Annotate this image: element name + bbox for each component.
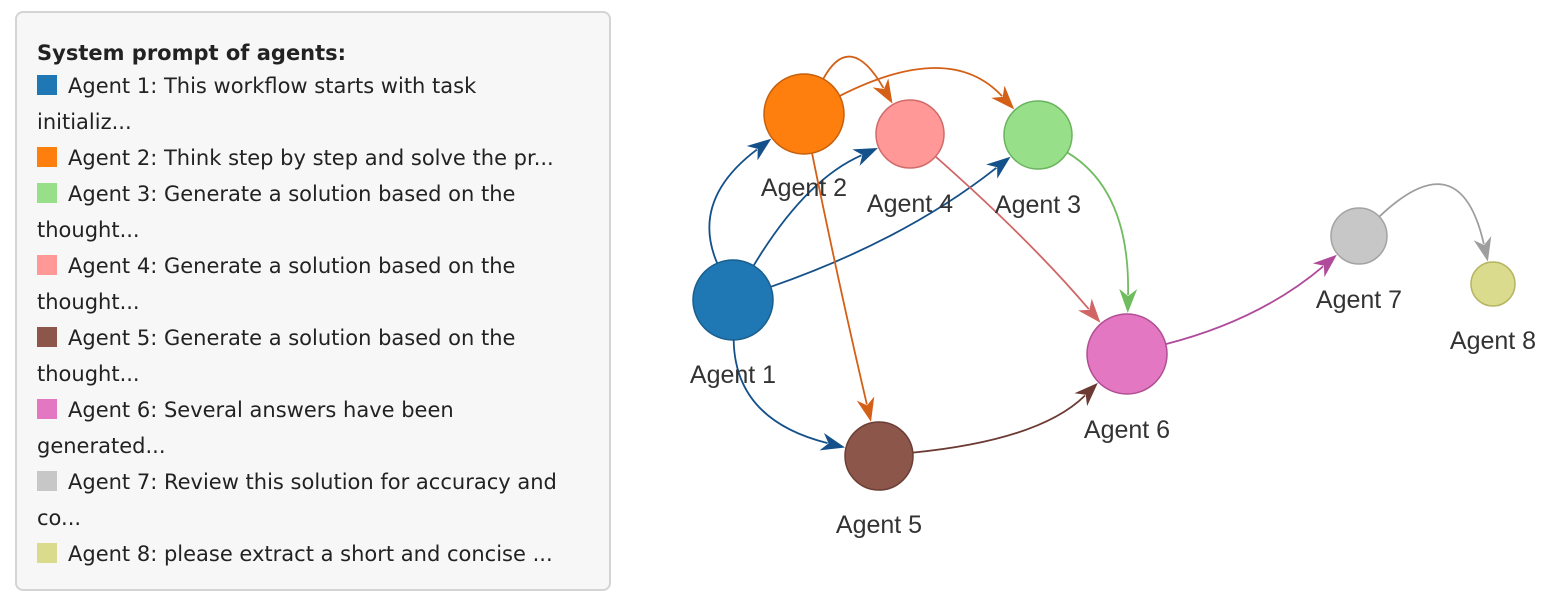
node-label-agent-2: Agent 2 — [761, 174, 847, 202]
edges-layer — [708, 55, 1492, 454]
node-label-agent-8: Agent 8 — [1450, 327, 1536, 355]
node-label-agent-3: Agent 3 — [995, 191, 1081, 219]
edge-line — [1378, 183, 1485, 245]
node-label-agent-7: Agent 7 — [1316, 286, 1402, 314]
edge-arrowhead — [746, 138, 772, 161]
legend-text: thought... — [37, 218, 140, 242]
legend-item-agent-1: Agent 1: This workflow starts with task — [37, 68, 593, 104]
legend-text: thought... — [37, 290, 140, 314]
legend-item-agent-8: Agent 8: please extract a short and conc… — [37, 536, 593, 572]
edge-a3-a6 — [1066, 151, 1138, 314]
edge-a2-a4 — [822, 55, 893, 104]
edge-arrowhead — [1119, 288, 1138, 314]
edge-arrowhead — [1074, 382, 1098, 407]
legend-text: Agent 5: Generate a solution based on th… — [68, 326, 516, 350]
edge-line — [934, 155, 1090, 310]
legend-text: Agent 3: Generate a solution based on th… — [68, 182, 516, 206]
legend-item-agent-6-cont: generated... — [37, 428, 593, 464]
edge-a1-a3 — [770, 156, 1011, 288]
edge-line — [811, 153, 868, 405]
legend-text: Agent 8: please extract a short and conc… — [68, 542, 553, 566]
legend-item-agent-5-cont: thought... — [37, 356, 593, 392]
legend-swatch-agent-3 — [37, 183, 57, 203]
node-agent-4 — [875, 99, 945, 169]
legend-text: Agent 7: Review this solution for accura… — [68, 470, 557, 494]
edge-line — [708, 148, 758, 264]
edge-line — [732, 339, 828, 445]
edge-a7-a8 — [1378, 183, 1492, 262]
edge-line — [1165, 265, 1324, 345]
edge-arrowhead — [872, 78, 893, 104]
edge-a2-a3 — [839, 67, 1015, 110]
node-label-agent-4: Agent 4 — [867, 190, 953, 218]
edge-arrowhead — [991, 85, 1015, 110]
legend-swatch-agent-4 — [37, 255, 57, 275]
legend-item-agent-7-cont: co... — [37, 500, 593, 536]
legend-text: Agent 1: This workflow starts with task — [68, 74, 477, 98]
legend-item-agent-3: Agent 3: Generate a solution based on th… — [37, 176, 593, 212]
legend-item-agent-4-cont: thought... — [37, 284, 593, 320]
legend-swatch-agent-8 — [37, 543, 57, 563]
edge-a4-a6 — [934, 155, 1101, 323]
node-agent-7 — [1330, 207, 1388, 265]
legend-swatch-agent-7 — [37, 471, 57, 491]
legend-text: Agent 6: Several answers have been — [68, 398, 454, 422]
legend-text: co... — [37, 506, 82, 530]
edge-line — [1066, 151, 1129, 296]
node-label-agent-5: Agent 5 — [836, 511, 922, 539]
legend-text: Agent 2: Think step by step and solve th… — [68, 146, 554, 170]
edge-arrowhead — [856, 396, 875, 422]
edge-line — [839, 67, 1003, 97]
node-agent-1 — [692, 259, 774, 341]
node-agent-2 — [763, 73, 845, 155]
legend-item-agent-4: Agent 4: Generate a solution based on th… — [37, 248, 593, 284]
legend-item-agent-2: Agent 2: Think step by step and solve th… — [37, 140, 593, 176]
node-agent-5 — [844, 421, 914, 491]
legend-item-agent-5: Agent 5: Generate a solution based on th… — [37, 320, 593, 356]
legend-item-agent-1-cont: initializ... — [37, 104, 593, 140]
legend-swatch-agent-1 — [37, 75, 57, 95]
edge-a6-a7 — [1165, 254, 1337, 345]
edge-arrowhead — [819, 432, 846, 451]
node-label-agent-6: Agent 6 — [1084, 416, 1170, 444]
edge-a1-a4 — [752, 148, 878, 267]
legend-text: thought... — [37, 362, 140, 386]
node-agent-6 — [1086, 313, 1168, 395]
node-label-agent-1: Agent 1 — [690, 361, 776, 389]
edge-line — [912, 394, 1086, 454]
labels-layer: Agent 1 Agent 2 Agent 3 Agent 4 Agent 5 Agent… — [690, 174, 1536, 539]
node-agent-3 — [1003, 100, 1073, 170]
edge-line — [770, 167, 997, 288]
nodes-layer — [692, 73, 1516, 491]
edge-line — [752, 154, 862, 267]
edge-arrowhead — [1078, 298, 1101, 323]
edge-arrowhead — [852, 148, 878, 166]
legend-list: Agent 1: This workflow starts with task i… — [37, 68, 593, 572]
legend-swatch-agent-2 — [37, 147, 57, 167]
legend-item-agent-6: Agent 6: Several answers have been — [37, 392, 593, 428]
edge-line — [822, 55, 885, 89]
edge-arrowhead — [1473, 236, 1492, 262]
legend-item-agent-3-cont: thought... — [37, 212, 593, 248]
legend-swatch-agent-6 — [37, 399, 57, 419]
node-agent-8 — [1470, 261, 1516, 307]
edge-a2-a5 — [811, 153, 875, 422]
legend-text: initializ... — [37, 110, 132, 134]
edge-a1-a2 — [708, 138, 772, 264]
legend-text: Agent 4: Generate a solution based on th… — [68, 254, 516, 278]
legend-text: generated... — [37, 434, 166, 458]
edge-arrowhead — [986, 156, 1011, 179]
edge-arrowhead — [1312, 254, 1337, 278]
edge-a5-a6 — [912, 382, 1098, 454]
legend-item-agent-7: Agent 7: Review this solution for accura… — [37, 464, 593, 500]
legend-title: System prompt of agents: — [37, 41, 347, 65]
legend-swatch-agent-5 — [37, 327, 57, 347]
edge-a1-a5 — [732, 339, 846, 451]
legend-panel: System prompt of agents: Agent 1: This w… — [15, 11, 611, 591]
